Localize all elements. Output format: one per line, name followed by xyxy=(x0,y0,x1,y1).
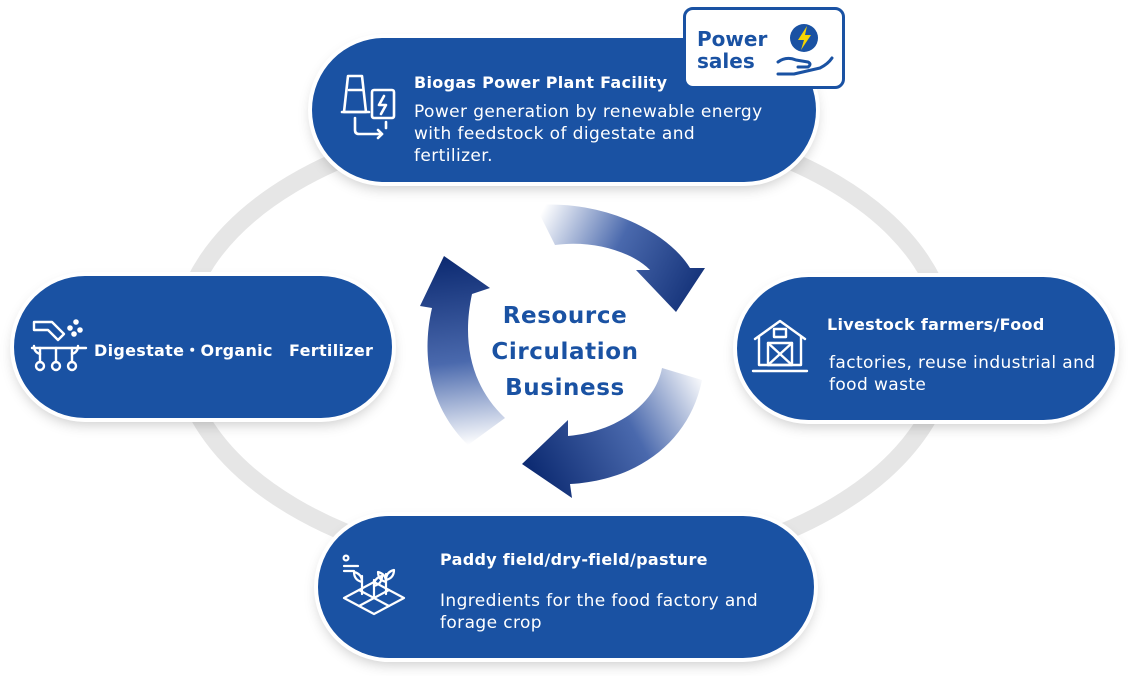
fertilizer-spreading-icon xyxy=(30,319,88,372)
power-sales-badge: Power sales xyxy=(683,7,845,89)
node-paddy-field: Paddy field/dry-field/pasture Ingredient… xyxy=(318,516,814,658)
center-title-line-1: Resource xyxy=(502,303,628,329)
livestock-title: Livestock farmers/Food xyxy=(827,315,1045,334)
biogas-title: Biogas Power Plant Facility xyxy=(414,73,668,92)
power-sales-label: Power sales xyxy=(697,27,768,73)
paddy-title: Paddy field/dry-field/pasture xyxy=(440,550,708,569)
hand-with-lightning-icon xyxy=(776,24,834,76)
center-title: Resource Circulation Business xyxy=(470,298,660,406)
cycle-arrow-left xyxy=(420,256,505,445)
node-livestock-farmers: Livestock farmers/Food factories, reuse … xyxy=(737,277,1115,420)
cycle-arrow-top-right xyxy=(535,204,705,312)
field-crops-icon xyxy=(342,554,406,616)
node-digestate-fertilizer: Digestate・Organic Fertilizer xyxy=(14,276,392,418)
center-title-line-3: Business xyxy=(505,375,625,401)
digestate-title: Digestate・Organic Fertilizer xyxy=(94,341,374,360)
biogas-description: Power generation by renewable energy wit… xyxy=(414,102,763,166)
center-title-line-2: Circulation xyxy=(491,339,639,365)
cycle-arrow-bottom xyxy=(522,368,702,498)
livestock-description: factories, reuse industrial and food was… xyxy=(829,353,1096,395)
biogas-plant-icon xyxy=(340,74,396,140)
paddy-description: Ingredients for the food factory and for… xyxy=(440,591,759,633)
barn-icon xyxy=(751,319,809,373)
